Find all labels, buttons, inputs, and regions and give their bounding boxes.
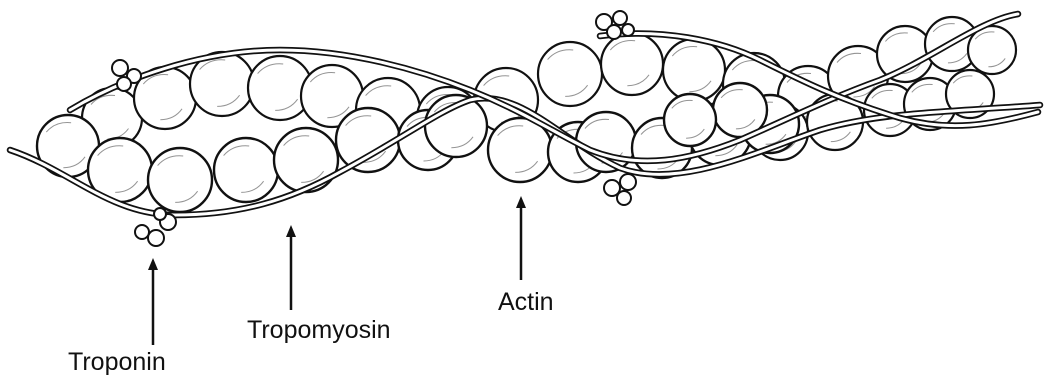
actin-monomer — [274, 128, 338, 192]
actin-monomer — [601, 33, 663, 95]
troponin-complex — [604, 174, 636, 205]
actin-monomer — [663, 39, 725, 101]
label-arrow — [148, 258, 158, 345]
label-arrow — [516, 196, 526, 280]
actin-monomer — [148, 148, 212, 212]
actin-monomer — [664, 94, 716, 146]
actin-monomer — [877, 26, 933, 82]
label-arrow — [286, 225, 296, 310]
actin-label: Actin — [498, 290, 554, 315]
tropomyosin-label: Tropomyosin — [247, 318, 391, 343]
actin-monomer — [538, 42, 602, 106]
actin-monomer — [214, 138, 278, 202]
troponin-label: Troponin — [68, 350, 166, 375]
